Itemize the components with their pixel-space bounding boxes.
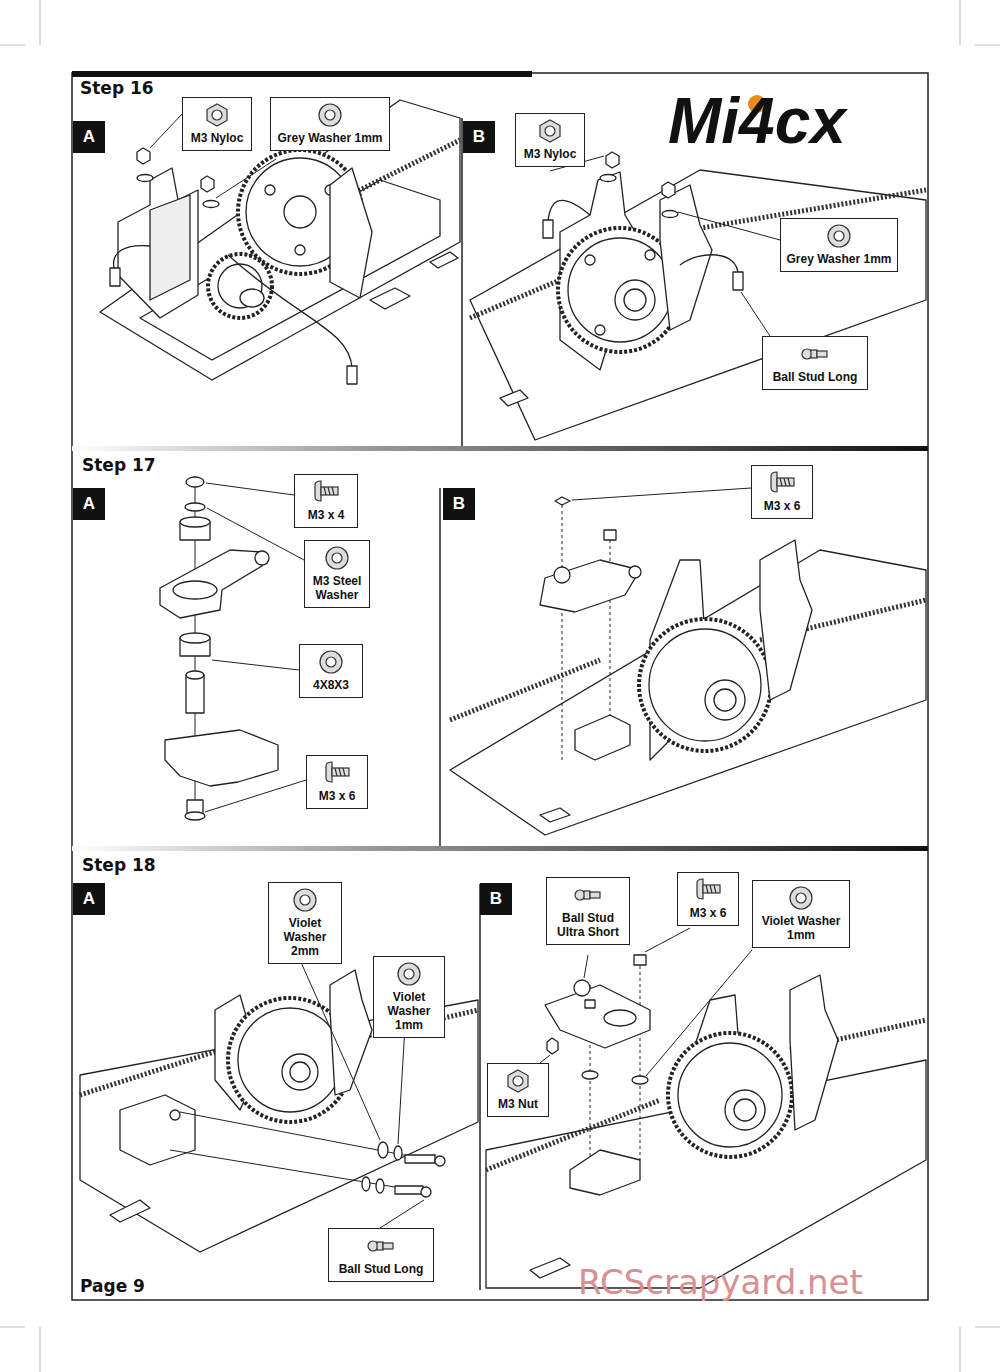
panel-letter-text: A xyxy=(83,889,95,909)
part-name: M3 x 6 xyxy=(682,906,734,920)
part-callout: M3 x 4 xyxy=(294,474,358,528)
step-heading: Step 16 xyxy=(80,78,154,98)
part-name: Ball Stud Long xyxy=(333,1262,429,1276)
part-icon xyxy=(317,649,345,675)
part-name: Violet Washer 1mm xyxy=(757,914,845,942)
panel-letter: B xyxy=(463,121,495,153)
part-name: M3 x 6 xyxy=(756,499,808,513)
page-number: Page 9 xyxy=(80,1276,145,1296)
part-callout: Violet Washer 1mm xyxy=(373,956,445,1038)
part-callout: 4X8X3 xyxy=(299,644,363,698)
part-name: Grey Washer 1mm xyxy=(275,131,385,145)
part-icon xyxy=(395,961,423,987)
step16a-art xyxy=(100,100,460,384)
part-icon xyxy=(291,887,319,913)
panel-letter: A xyxy=(73,883,105,915)
step16b-art xyxy=(470,152,926,440)
part-callout: Grey Washer 1mm xyxy=(270,97,390,151)
panel-letter-text: B xyxy=(453,494,465,514)
step-heading: Step 18 xyxy=(82,855,156,875)
part-name: M3 x 4 xyxy=(299,508,353,522)
part-icon xyxy=(768,470,796,496)
part-name: Violet Washer 2mm xyxy=(273,916,337,958)
part-name: Violet Washer 1mm xyxy=(378,990,440,1032)
part-icon xyxy=(574,882,602,908)
leader-lines xyxy=(150,114,780,1228)
panel-letter-text: B xyxy=(473,127,485,147)
step17b-art xyxy=(450,497,926,835)
part-callout: M3 Nyloc xyxy=(515,113,585,167)
part-icon xyxy=(323,545,351,571)
part-callout: M3 x 6 xyxy=(751,465,813,519)
part-name: M3 Steel Washer xyxy=(309,574,365,602)
part-callout: Ball Stud Long xyxy=(762,336,868,390)
part-callout: Ball Stud Long xyxy=(328,1228,434,1282)
part-icon xyxy=(694,877,722,903)
step17a-art xyxy=(160,476,278,820)
part-icon xyxy=(312,479,340,505)
brand-logo: Mi4cx xyxy=(668,84,846,158)
part-icon xyxy=(203,102,231,128)
part-callout: M3 x 6 xyxy=(306,755,368,809)
page-frame xyxy=(72,71,928,1300)
part-name: Grey Washer 1mm xyxy=(785,252,893,266)
watermark: RCScrapyard.net xyxy=(578,1262,863,1302)
part-name: 4X8X3 xyxy=(304,678,358,692)
part-icon xyxy=(367,1233,395,1259)
part-icon xyxy=(504,1068,532,1094)
panel-letter: A xyxy=(73,121,105,153)
part-callout: Grey Washer 1mm xyxy=(780,218,898,272)
part-icon xyxy=(825,223,853,249)
step18a-art xyxy=(80,970,478,1252)
part-name: Ball Stud Ultra Short xyxy=(551,911,625,939)
panel-letter: B xyxy=(480,883,512,915)
part-name: M3 Nyloc xyxy=(520,147,580,161)
part-callout: Violet Washer 1mm xyxy=(752,880,850,948)
part-icon xyxy=(316,102,344,128)
part-icon xyxy=(323,760,351,786)
panel-letter-text: A xyxy=(83,494,95,514)
part-callout: M3 x 6 xyxy=(677,872,739,926)
part-callout: M3 Nyloc xyxy=(182,97,252,151)
part-name: M3 x 6 xyxy=(311,789,363,803)
part-callout: M3 Nut xyxy=(487,1063,549,1117)
part-callout: Ball Stud Ultra Short xyxy=(546,877,630,945)
part-name: M3 Nut xyxy=(492,1097,544,1111)
panel-letter-text: A xyxy=(83,127,95,147)
panel-letter: A xyxy=(73,488,105,520)
step-heading: Step 17 xyxy=(82,455,156,475)
part-name: M3 Nyloc xyxy=(187,131,247,145)
part-callout: Violet Washer 2mm xyxy=(268,882,342,964)
part-callout: M3 Steel Washer xyxy=(304,540,370,608)
part-name: Ball Stud Long xyxy=(767,370,863,384)
part-icon xyxy=(536,118,564,144)
panel-letter: B xyxy=(443,488,475,520)
part-icon xyxy=(787,885,815,911)
panel-letter-text: B xyxy=(490,889,502,909)
part-icon xyxy=(801,341,829,367)
